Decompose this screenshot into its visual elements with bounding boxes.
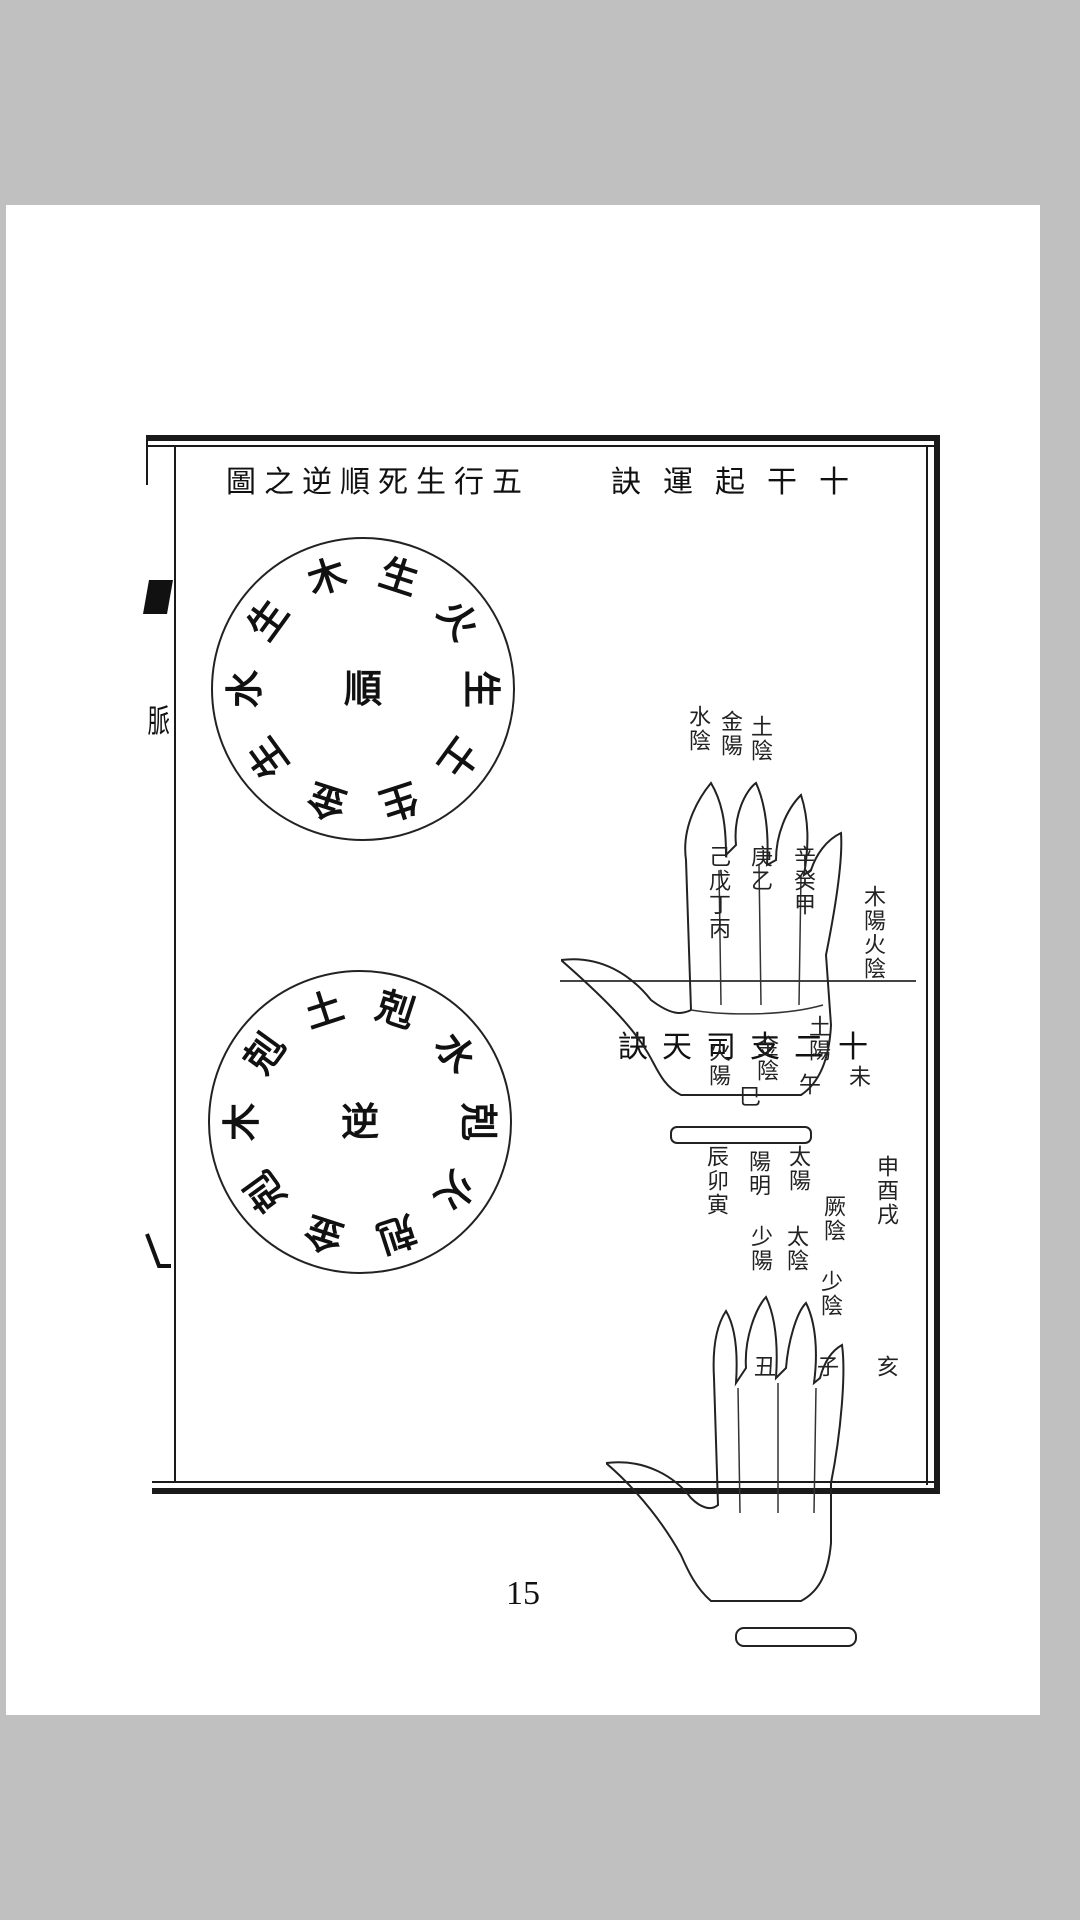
circle-center-label: 逆 [340, 1099, 379, 1144]
circle-ring-char: 生 [459, 669, 504, 708]
upper-hand-finger-label: 辛癸甲 [790, 845, 815, 917]
circle-ring-char: 生 [237, 730, 297, 788]
frame-right-thin-rule [926, 445, 928, 1485]
controlling-cycle-circle: 逆 剋水剋火剋金剋木剋土 [208, 970, 512, 1274]
circle-ring-char: 剋 [234, 1023, 294, 1081]
upper-hand-palm-label: 金陰 [753, 1035, 778, 1083]
frame-bottom-rule [152, 1488, 938, 1494]
circle-ring-char: 生 [374, 774, 425, 829]
frame-top-thin-rule [146, 445, 938, 447]
circle-ring-char: 土 [298, 982, 349, 1037]
circle-ring-char: 土 [429, 730, 489, 788]
ten-stems-title: 十干起運訣 [611, 465, 871, 500]
upper-hand-tip-label: 水陰 [685, 705, 710, 753]
lower-hand-palm-label: 丑 [750, 1355, 775, 1379]
upper-hand-diagram [561, 781, 843, 1144]
lower-hand-palm-label: 亥 [873, 1355, 898, 1379]
circle-ring-char: 木 [219, 1103, 264, 1142]
frame-left-outer-rule [146, 441, 148, 485]
lower-hand-tip-label: 未 [845, 1065, 870, 1089]
circle-ring-char: 火 [429, 590, 489, 648]
lower-hand-finger-label: 厥陰 [820, 1195, 845, 1243]
lower-hand-finger-label: 太陰 [783, 1225, 808, 1273]
circle-ring-char: 生 [237, 590, 297, 648]
circle-ring-char: 剋 [371, 1207, 422, 1262]
spine-mark-bracket [143, 1230, 173, 1272]
page-number: 15 [506, 1575, 540, 1612]
upper-hand-finger-label: 庚乙 [747, 845, 772, 893]
spine-text-fragment: 脈 [147, 702, 170, 740]
generating-cycle-circle: 順 生火生土生金生水生木 [211, 537, 515, 841]
circle-ring-char: 木 [301, 549, 352, 604]
circle-ring-char: 金 [298, 1207, 349, 1262]
five-elements-title: 五行生死順逆之圖 [226, 465, 530, 500]
document-page: 脈 五行生死順逆之圖 十干起運訣 十二支司天訣 順 生火生土生金生水生木 逆 剋… [6, 205, 1040, 1715]
lower-hand-tip-label: 午 [795, 1073, 820, 1097]
frame-top-rule [146, 435, 938, 441]
spine-mark [143, 580, 173, 614]
lower-hand-finger-label: 少陽 [747, 1225, 772, 1273]
frame-right-rule [934, 435, 940, 1494]
circle-center-label: 順 [343, 666, 382, 711]
circle-ring-char: 水 [426, 1023, 486, 1081]
frame-left-rule [174, 447, 176, 1483]
circle-ring-char: 火 [426, 1163, 486, 1221]
circle-ring-char: 剋 [234, 1163, 294, 1221]
upper-hand-palm-label: 土陽 [805, 1015, 830, 1063]
circle-ring-char: 金 [301, 774, 352, 829]
circle-ring-char: 剋 [371, 982, 422, 1037]
upper-hand-finger-label: 己戊丁丙 [705, 845, 730, 941]
lower-hand-finger-label: 陽明 [745, 1150, 770, 1198]
upper-hand-palm-label: 火陽 [705, 1040, 730, 1088]
lower-hand-finger-label: 少陰 [817, 1270, 842, 1318]
lower-hand-diagram [606, 1295, 857, 1647]
lower-hand-tip-label: 巳 [735, 1085, 760, 1109]
frame-bottom-thin-rule [152, 1481, 938, 1483]
lower-hand-finger-label: 太陽 [785, 1145, 810, 1193]
lower-hand-side-label: 申酉戌 [873, 1155, 898, 1227]
section-divider [560, 980, 916, 982]
upper-hand-tip-label: 土陰 [747, 715, 772, 763]
upper-hand-tip-label: 金陽 [717, 710, 742, 758]
circle-ring-char: 剋 [456, 1102, 501, 1141]
upper-hand-outer-label: 木陽火陰 [860, 885, 885, 981]
circle-ring-char: 生 [374, 549, 425, 604]
lower-hand-side-label: 辰卯寅 [703, 1145, 728, 1217]
circle-ring-char: 水 [222, 670, 267, 709]
lower-hand-palm-label: 子 [813, 1355, 838, 1379]
